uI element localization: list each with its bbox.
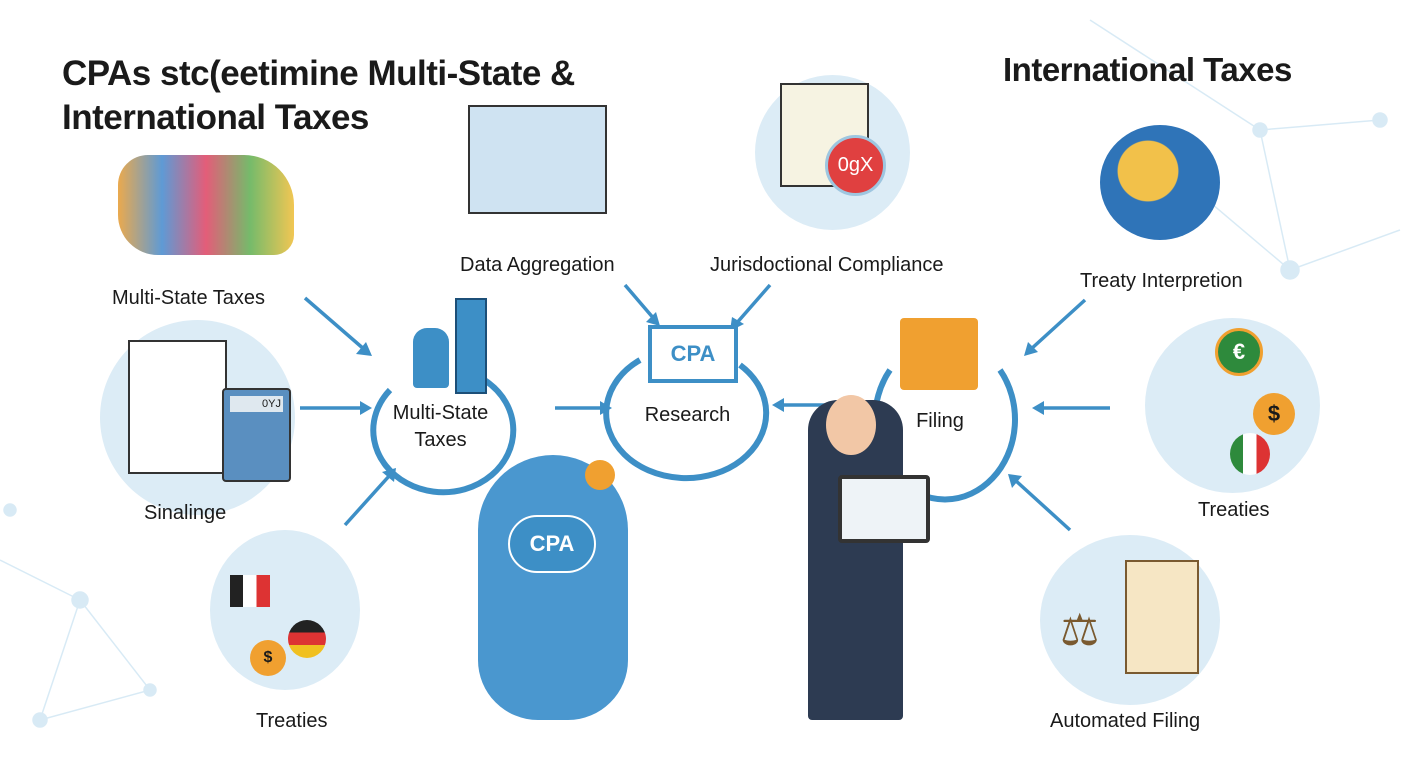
person-icon xyxy=(413,328,449,388)
tax-forms-circle: 0YJ xyxy=(100,320,295,515)
cpa-screen-badge: CPA xyxy=(648,325,738,383)
scales-of-justice-icon: ⚖ xyxy=(1060,606,1100,655)
label-automated-filing: Automated Filing xyxy=(1050,710,1201,732)
treaties-left-circle: $ xyxy=(210,530,360,690)
label-multi-state-taxes: Multi-State Taxes xyxy=(112,287,266,309)
flag-italy-icon xyxy=(1230,433,1270,475)
calculator-icon: 0YJ xyxy=(222,388,291,482)
network-decoration xyxy=(0,19,1401,728)
label-data-aggregation: Data Aggregation xyxy=(460,254,615,276)
hub-multi-state-taxes: Multi-State Taxes xyxy=(378,400,503,454)
label-treaty-interpretation: Treaty Interpretion xyxy=(1080,270,1243,292)
document-stack-icon xyxy=(455,298,487,394)
label-treaties-left: Treaties xyxy=(256,710,328,732)
businessman-head xyxy=(826,395,876,455)
euro-coin-icon: € xyxy=(1215,328,1263,376)
cpa-figure-illustration xyxy=(478,455,628,720)
globe-icon xyxy=(1100,125,1220,240)
tablet-icon xyxy=(838,475,930,543)
dollar-coin-icon: $ xyxy=(250,640,286,676)
page-title: CPAs stc(eetimine Multi-State & Internat… xyxy=(62,52,575,140)
hub-multi-state-line-2: Taxes xyxy=(414,429,467,451)
title-line-2: International Taxes xyxy=(62,98,369,137)
label-sinalinge: Sinalinge xyxy=(144,502,227,524)
cpa-person-badge: CPA xyxy=(508,515,596,573)
filing-folder-icon xyxy=(900,318,978,390)
form-document-icon xyxy=(128,340,227,474)
title-line-1: CPAs stc(eetimine Multi-State & xyxy=(62,54,575,93)
flag-icon xyxy=(230,575,270,607)
us-map-icon xyxy=(118,155,294,255)
hub-multi-state-line-1: Multi-State xyxy=(392,402,489,424)
hub-research: Research xyxy=(644,404,731,426)
data-documents-icon xyxy=(468,105,607,214)
automated-filing-circle: ⚖ xyxy=(1040,535,1220,705)
lightbulb-dot-icon xyxy=(585,460,615,490)
dollar-coin-icon: $ xyxy=(1253,393,1295,435)
scroll-document-icon xyxy=(1125,560,1199,674)
compliance-seal-icon: 0gX xyxy=(825,135,886,196)
flag-germany-icon xyxy=(288,620,326,658)
label-jurisdictional-compliance: Jurisdoctional Compliance xyxy=(710,254,944,276)
calculator-display: 0YJ xyxy=(230,396,283,412)
flow-arrows xyxy=(300,283,1110,532)
hub-filing: Filing xyxy=(916,410,964,432)
compliance-circle: 0gX xyxy=(755,75,910,230)
label-treaties-right: Treaties xyxy=(1198,499,1270,521)
treaties-right-circle: € $ xyxy=(1145,318,1320,493)
international-taxes-heading: International Taxes xyxy=(1003,51,1292,88)
